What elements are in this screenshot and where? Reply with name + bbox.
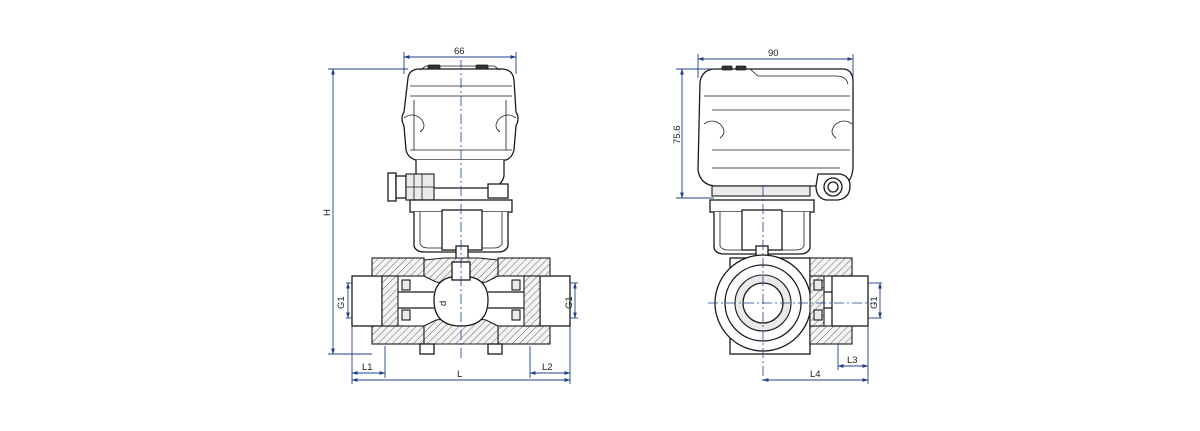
dim-port-right-label: G1 — [564, 296, 575, 309]
dim-l4-label: L4 — [810, 369, 821, 380]
dim-actuator-height: 75.6 — [672, 68, 714, 199]
bore-label: d — [438, 301, 449, 306]
dim-port-right: G1 — [564, 282, 578, 319]
dim-l1-label: L1 — [362, 362, 373, 373]
dim-l-label: L — [457, 369, 462, 380]
dim-l2-label: L2 — [542, 362, 553, 373]
side-mounting-bracket — [709, 199, 815, 263]
side-knob — [815, 173, 851, 201]
side-view: 90 75.6 G1 L3 L4 — [672, 48, 882, 384]
dim-total-height-label: H — [322, 209, 333, 216]
front-view: d 66 H G1 G1 — [322, 46, 578, 384]
dim-total-height: H — [322, 68, 408, 355]
dim-port-side: G1 — [868, 282, 882, 319]
front-actuator-housing — [387, 64, 519, 202]
dim-side-width-label: 90 — [768, 48, 779, 59]
dim-side-width: 90 — [697, 48, 854, 78]
dim-port-side-label: G1 — [869, 296, 880, 309]
dim-front-width-label: 66 — [454, 46, 465, 57]
dim-l3-label: L3 — [847, 355, 858, 366]
front-valve-body: d — [351, 257, 571, 355]
dim-port-left-label: G1 — [336, 296, 347, 309]
side-valve-body — [714, 254, 869, 355]
cable-gland — [387, 172, 435, 202]
dim-lengths-front: L1 L2 L — [351, 326, 571, 384]
side-actuator-housing — [697, 65, 854, 201]
dim-actuator-height-label: 75.6 — [672, 126, 683, 145]
dim-lengths-side: L3 L4 — [762, 326, 869, 384]
dim-front-width: 66 — [403, 46, 517, 74]
dim-port-left: G1 — [336, 282, 352, 319]
